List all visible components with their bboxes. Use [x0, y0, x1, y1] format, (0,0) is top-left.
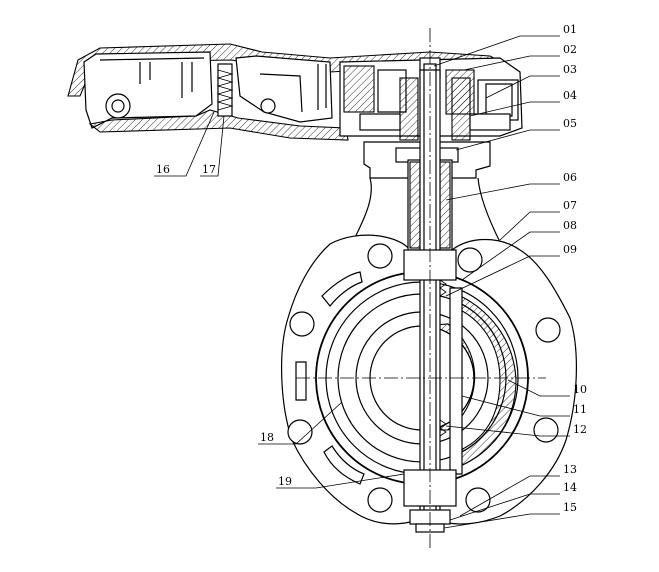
- latch-spring: [216, 63, 234, 117]
- callout-08: 08: [563, 219, 577, 232]
- callout-04: 04: [563, 89, 577, 102]
- callout-14: 14: [563, 481, 577, 494]
- handle-lever: [67, 43, 521, 141]
- center-lines: [296, 28, 546, 550]
- callout-labels-left: 16 17 18 19: [156, 163, 292, 488]
- callout-07: 07: [563, 199, 577, 212]
- callout-01: 01: [563, 23, 577, 36]
- callout-03: 03: [563, 63, 577, 76]
- callout-16: 16: [156, 163, 170, 176]
- callout-11: 11: [573, 403, 587, 416]
- callout-15: 15: [563, 501, 577, 514]
- callout-12: 12: [573, 423, 587, 436]
- callout-19: 19: [278, 475, 292, 488]
- leaders-right: [433, 35, 570, 529]
- callout-02: 02: [563, 43, 577, 56]
- callout-10: 10: [573, 383, 587, 396]
- callout-labels-right: 01 02 03 04 05 06 07 08 09 10 11 12 13 1…: [563, 23, 587, 514]
- callout-18: 18: [260, 431, 274, 444]
- leaders-left: [154, 111, 405, 489]
- callout-06: 06: [563, 171, 577, 184]
- callout-13: 13: [563, 463, 577, 476]
- callout-17: 17: [202, 163, 216, 176]
- callout-09: 09: [563, 243, 577, 256]
- callout-05: 05: [563, 117, 577, 130]
